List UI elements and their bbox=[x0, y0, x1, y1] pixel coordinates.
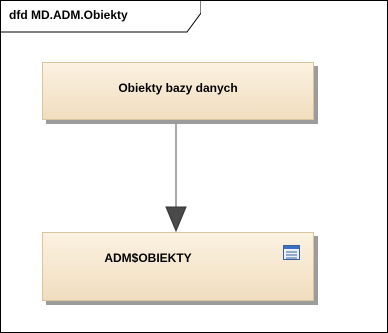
node-label: Obiekty bazy danych bbox=[118, 81, 238, 95]
frame-tab bbox=[1, 1, 201, 33]
table-icon bbox=[283, 245, 300, 260]
frame-title: dfd MD.ADM.Obiekty bbox=[9, 8, 128, 22]
arrowhead-icon bbox=[165, 206, 187, 233]
node-obiekty-bazy-danych[interactable]: Obiekty bazy danych bbox=[42, 62, 314, 120]
node-label: ADM$OBIEKTY bbox=[104, 251, 192, 265]
node-adm-obiekty[interactable]: ADM$OBIEKTY bbox=[42, 232, 314, 301]
